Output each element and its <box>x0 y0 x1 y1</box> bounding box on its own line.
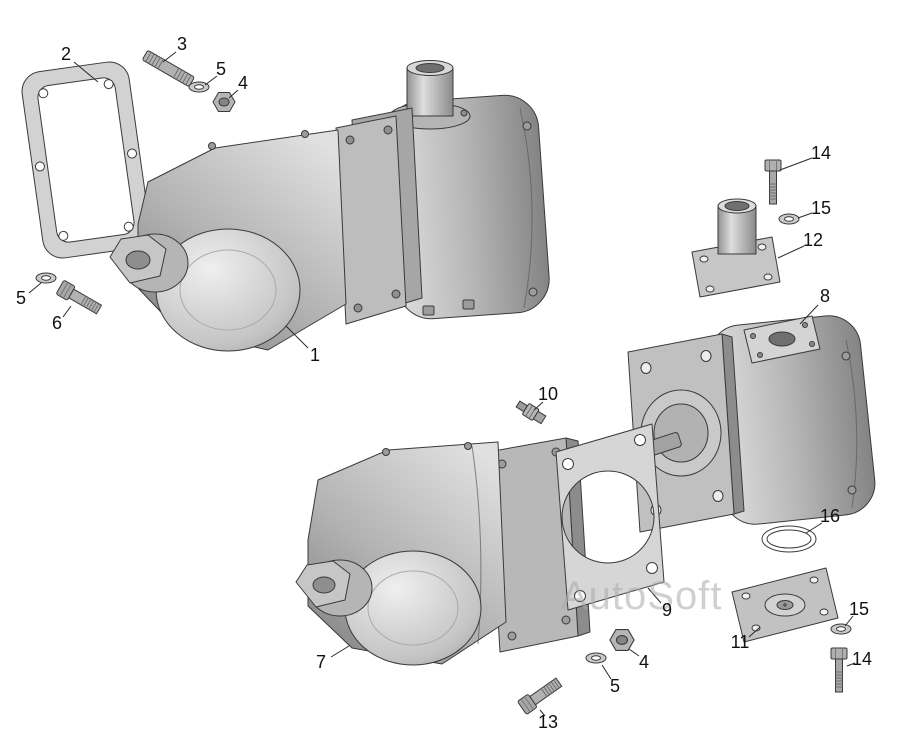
callout-part-13[interactable]: 13 <box>537 712 559 732</box>
washer-part-15-bottom <box>830 623 852 635</box>
callout-part-14-top[interactable]: 14 <box>810 143 832 163</box>
washer-part-15-top <box>778 213 800 225</box>
callout-part-7[interactable]: 7 <box>315 652 327 672</box>
bolt-part-14-top <box>764 159 782 205</box>
washer-part-top <box>188 81 210 93</box>
o-ring-part-16 <box>761 525 817 553</box>
callout-part-15-top[interactable]: 15 <box>810 198 832 218</box>
washer-part-left <box>35 272 57 284</box>
stud-part <box>142 50 195 87</box>
callout-part-15-bottom[interactable]: 15 <box>848 599 870 619</box>
callout-part-3[interactable]: 3 <box>176 34 188 54</box>
callout-part-5-left[interactable]: 5 <box>15 288 27 308</box>
nut-part-bottom <box>609 628 635 652</box>
callout-part-6[interactable]: 6 <box>51 313 63 333</box>
callout-part-2[interactable]: 2 <box>60 44 72 64</box>
washer-part-bottom <box>585 652 607 664</box>
callout-part-16[interactable]: 16 <box>819 506 841 526</box>
callout-part-4-top[interactable]: 4 <box>237 73 249 93</box>
leader-lines <box>28 51 856 717</box>
callout-part-5-top[interactable]: 5 <box>215 59 227 79</box>
callout-part-10[interactable]: 10 <box>537 384 559 404</box>
callout-part-8[interactable]: 8 <box>819 286 831 306</box>
pump-assembly-part-1 <box>109 60 550 352</box>
callout-part-9[interactable]: 9 <box>661 600 673 620</box>
bolt-part-14-bottom <box>830 647 848 693</box>
callout-part-4-bottom[interactable]: 4 <box>638 652 650 672</box>
callout-part-1[interactable]: 1 <box>309 345 321 365</box>
fitting-part-10 <box>515 400 547 425</box>
bolt-part-13 <box>516 675 564 716</box>
callout-part-5-bottom[interactable]: 5 <box>609 676 621 696</box>
pump-part-8 <box>623 315 876 533</box>
port-flange-part-12 <box>691 198 781 298</box>
callout-part-12[interactable]: 12 <box>802 230 824 250</box>
cover-gasket-part <box>21 61 151 259</box>
bolt-part-6 <box>55 279 104 317</box>
pump-part-7 <box>295 437 591 666</box>
callout-part-11[interactable]: 11 <box>730 632 750 652</box>
gasket-part-9 <box>555 423 665 611</box>
callout-part-14-bottom[interactable]: 14 <box>851 649 873 669</box>
cover-plate-part-11 <box>731 567 839 643</box>
